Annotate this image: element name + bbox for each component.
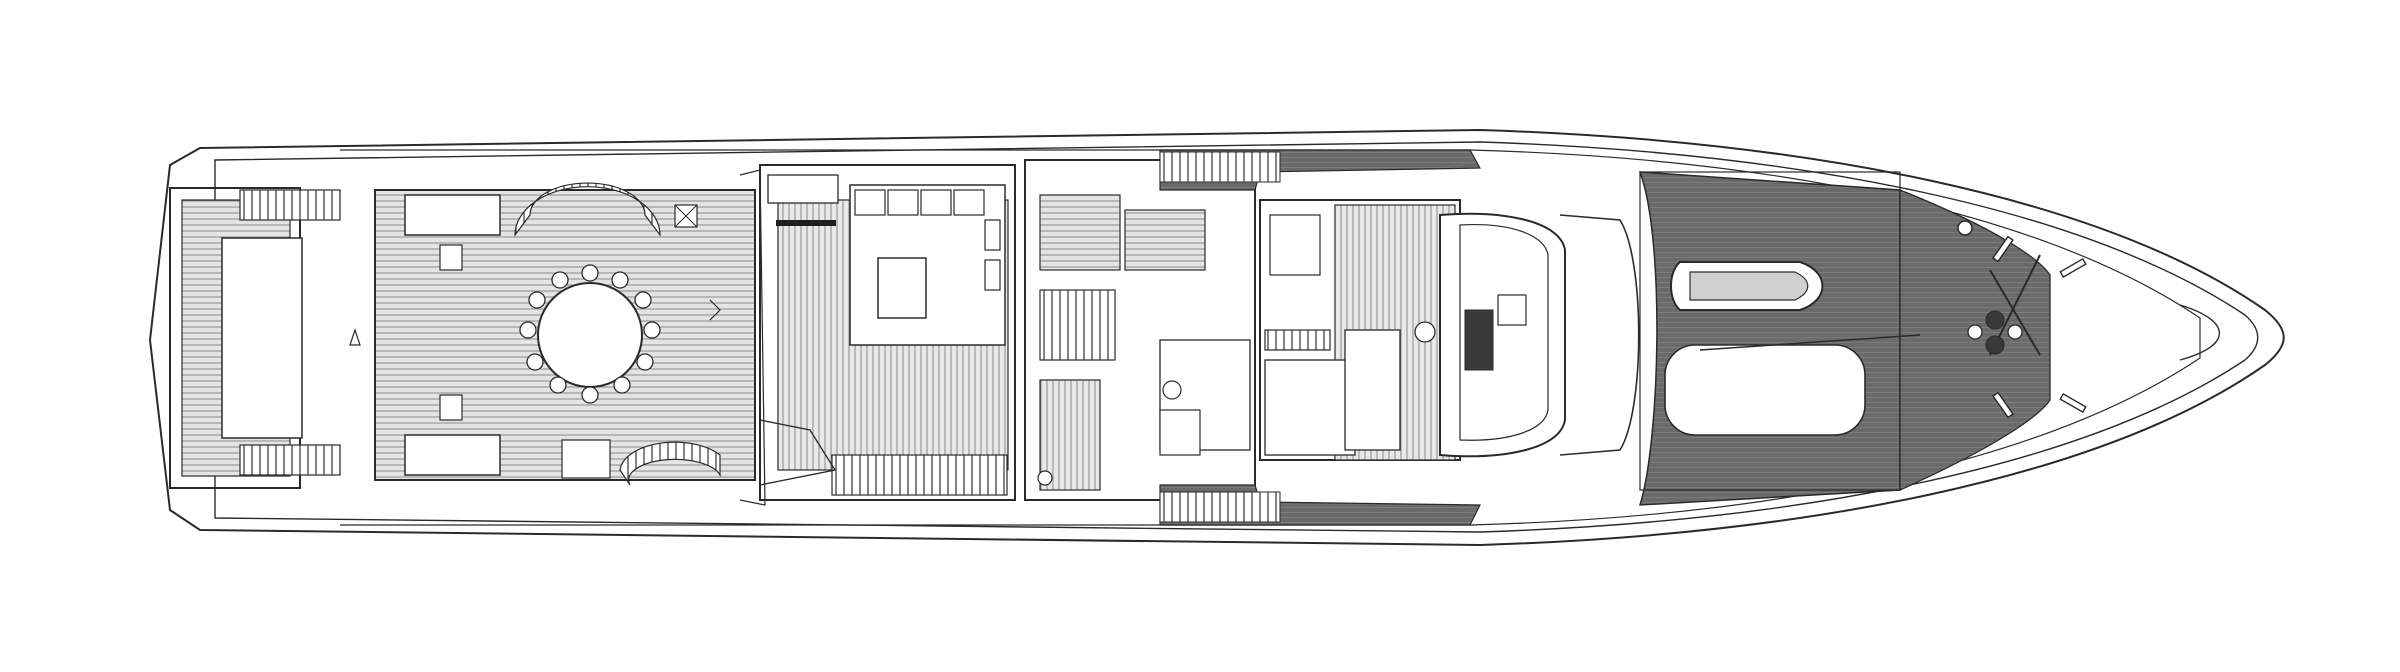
hull-outline: [148, 128, 2285, 547]
bulwark-line: [340, 149, 2201, 526]
main-salon: [759, 164, 1016, 501]
railing: [349, 169, 766, 506]
foredeck: [1638, 171, 2051, 506]
galley-area: [1024, 159, 1256, 501]
wheelhouse: [1259, 199, 1461, 461]
helm-console-icon: [1414, 212, 1640, 458]
side-decks: [1159, 149, 1482, 526]
aft-platform: [169, 187, 341, 489]
tender-boat-icon: [1670, 261, 1921, 351]
round-table-icon: [519, 264, 661, 404]
windlass-icon: [1957, 220, 2221, 419]
hull-inner-line: [214, 141, 2259, 533]
